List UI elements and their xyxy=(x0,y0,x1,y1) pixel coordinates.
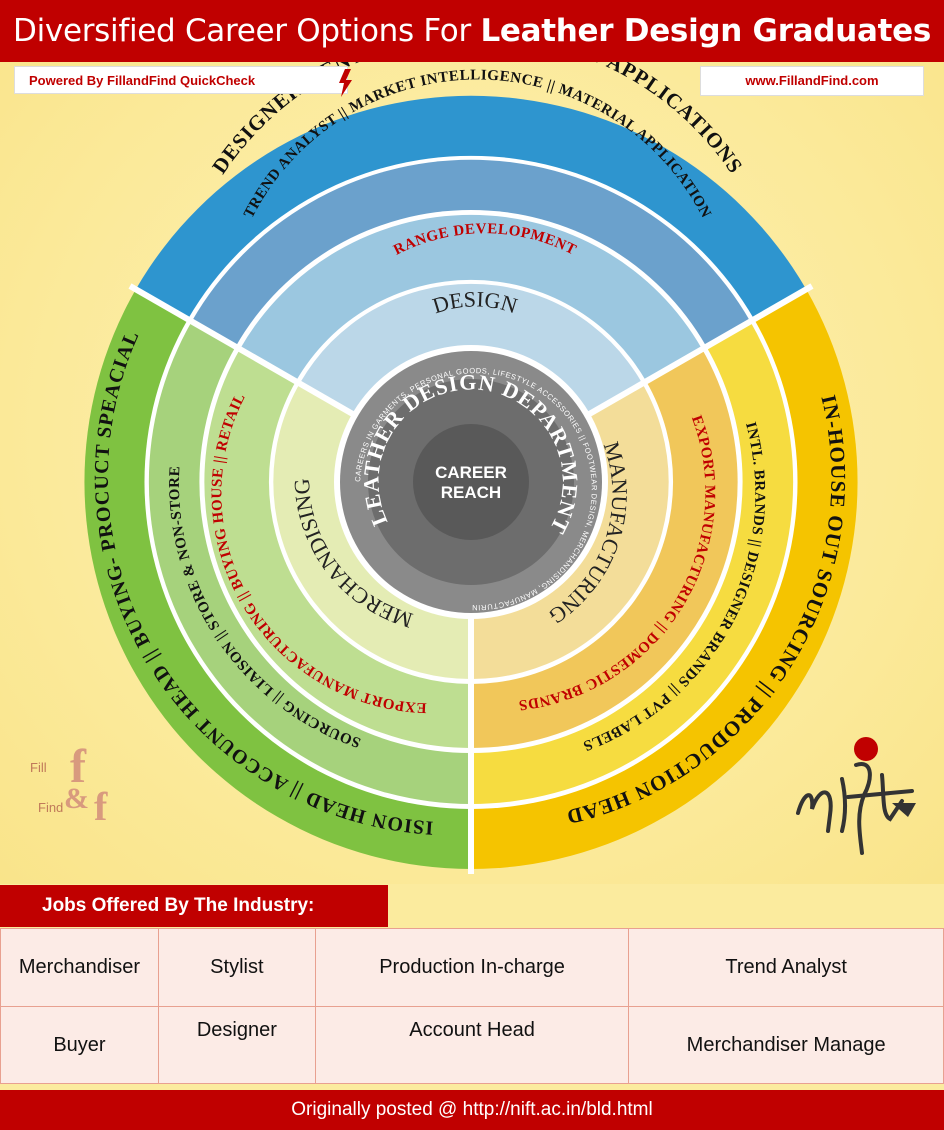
lightning-icon xyxy=(339,69,352,97)
footer-source: Originally posted @ http://nift.ac.in/bl… xyxy=(0,1090,944,1130)
powered-by-badge: Powered By FillandFind QuickCheck xyxy=(14,66,352,97)
table-cell: Buyer xyxy=(0,1005,159,1084)
table-cell: Stylist xyxy=(157,928,316,1007)
logo-f-letter-2: f xyxy=(94,784,108,829)
nift-logo xyxy=(796,737,916,855)
jobs-table: Merchandiser Stylist Production In-charg… xyxy=(0,928,944,1084)
hub-core xyxy=(413,424,529,540)
table-cell: Merchandiser xyxy=(0,928,159,1007)
title-regular: Diversified Career Options For xyxy=(13,13,481,49)
logo-f-letter: f xyxy=(70,740,87,793)
center-line1: CAREER xyxy=(435,463,507,482)
website-link[interactable]: www.FillandFind.com xyxy=(745,73,879,88)
nift-dot xyxy=(854,737,878,761)
powered-by-text: Powered By FillandFind QuickCheck xyxy=(29,73,256,88)
table-cell: Trend Analyst xyxy=(628,928,944,1007)
table-cell: Designer xyxy=(157,1005,316,1084)
jobs-heading: Jobs Offered By The Industry: xyxy=(0,885,388,927)
page-title: Diversified Career Options For Leather D… xyxy=(0,0,944,62)
table-row: Merchandiser Stylist Production In-charg… xyxy=(0,928,944,1007)
career-wheel-diagram: CAREERS IN GARMENTS, PERSONAL GOODS, LIF… xyxy=(0,62,858,874)
title-bold: Leather Design Graduates xyxy=(480,13,931,49)
table-cell: Merchandiser Manage xyxy=(628,1005,944,1084)
logo-fill-text: Fill xyxy=(30,760,47,775)
footer-text[interactable]: Originally posted @ http://nift.ac.in/bl… xyxy=(291,1099,653,1120)
fillandfind-logo: Fill f & f Find xyxy=(30,740,108,829)
logo-find-text: Find xyxy=(38,800,63,815)
center-line2: REACH xyxy=(441,483,501,502)
logo-amp: & xyxy=(64,782,89,815)
table-cell: Account Head xyxy=(314,1005,630,1084)
table-row: Buyer Designer Account Head Merchandiser… xyxy=(0,1005,944,1084)
website-badge[interactable]: www.FillandFind.com xyxy=(700,66,924,96)
table-cell: Production In-charge xyxy=(314,928,630,1007)
